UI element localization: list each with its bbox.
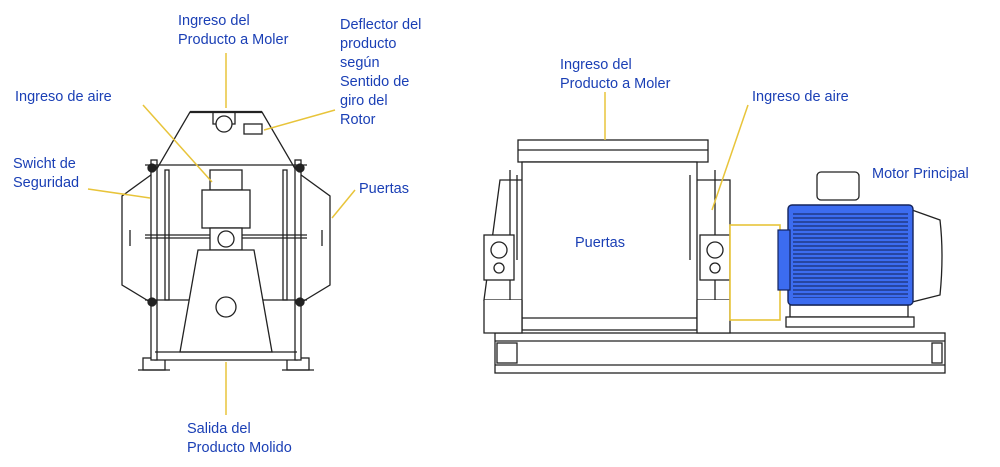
label-side-doors: Puertas [575, 235, 625, 251]
front-view-leaders [87, 53, 356, 415]
label-side-air-inlet: Ingreso de aire [752, 89, 849, 105]
side-view-leaders [604, 92, 749, 211]
label-front-product-inlet: Ingreso del Producto a Moler [178, 13, 289, 48]
side-view-drawing [483, 139, 946, 374]
label-front-doors: Puertas [359, 181, 409, 197]
label-front-safety-switch: Swicht de Seguridad [13, 156, 80, 191]
label-front-product-outlet: Salida del Producto Molido [187, 421, 292, 456]
label-front-air-inlet: Ingreso de aire [15, 89, 112, 105]
label-front-deflector: Deflector del producto según Sentido de … [340, 17, 422, 128]
main-motor-drawing [777, 204, 914, 306]
front-view-drawing [121, 110, 331, 371]
label-side-main-motor: Motor Principal [872, 166, 969, 182]
label-side-product-inlet: Ingreso del Producto a Moler [560, 57, 671, 92]
